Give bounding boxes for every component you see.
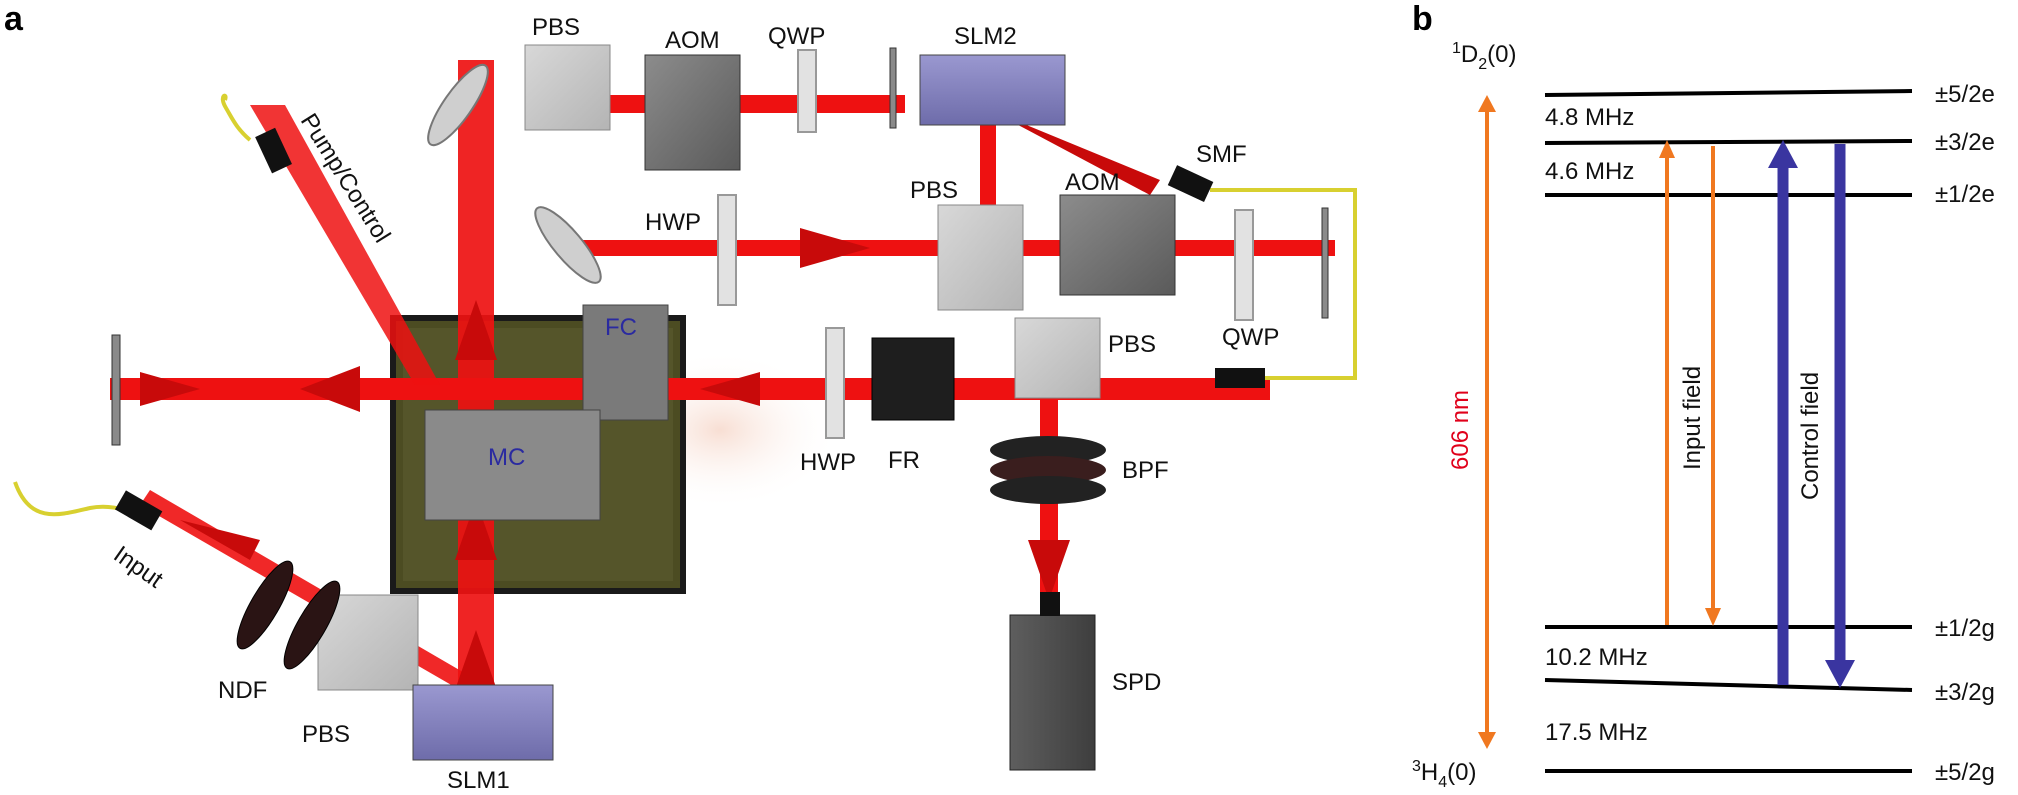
splitting-4-6: 4.6 MHz — [1545, 158, 1634, 185]
wavelength-label: 606 nm — [1447, 390, 1474, 470]
arrowhead-mid-in — [700, 372, 760, 406]
label-pbs-mid: PBS — [910, 177, 958, 204]
input-field-label: Input field — [1679, 366, 1706, 470]
control-field-label: Control field — [1797, 372, 1824, 500]
slm1-device — [412, 684, 554, 761]
level-label-5-2e: ±5/2e — [1935, 81, 1995, 108]
level-5-2e — [1544, 89, 1913, 97]
arrowhead-to-smf — [990, 110, 1160, 195]
level-label-3-2g: ±3/2g — [1935, 679, 1995, 706]
pbs-mid — [937, 204, 1024, 311]
pbs-top — [524, 44, 611, 131]
arrowhead-vertical-mid — [455, 500, 497, 560]
label-hwp-low: HWP — [800, 449, 856, 476]
spd-connector — [1040, 592, 1060, 616]
mirror-right-end — [1321, 207, 1329, 319]
arrowhead-vertical-low — [455, 630, 497, 690]
panel-b-label: b — [1412, 0, 1433, 38]
control-field-arrows — [1768, 140, 1855, 688]
mirrors — [111, 47, 1329, 446]
fiber-couplers — [114, 127, 1265, 531]
mc-crystal — [424, 409, 601, 521]
label-slm2: SLM2 — [954, 23, 1017, 50]
mirror-top-left — [427, 63, 489, 147]
label-ndf: NDF — [218, 677, 267, 704]
slm2-device — [919, 54, 1066, 126]
fibers — [13, 93, 1357, 517]
spd-detector — [1009, 614, 1096, 771]
level-label-5-2g: ±5/2g — [1935, 759, 1995, 786]
aom-mid — [1059, 194, 1176, 296]
ndf-filters — [236, 560, 341, 670]
label-qwp-right: QWP — [1222, 324, 1279, 351]
label-pbs-right: PBS — [1108, 331, 1156, 358]
label-aom-mid: AOM — [1065, 169, 1120, 196]
beam-main-horizontal — [110, 378, 1270, 400]
faraday-rotator — [871, 337, 955, 421]
beam-vertical-left — [458, 60, 494, 690]
hwp-mid — [717, 194, 737, 306]
level-label-3-2e: ±3/2e — [1935, 129, 1995, 156]
fiber-smf — [1210, 188, 1357, 380]
hwp-low — [825, 327, 845, 439]
label-input: Input — [109, 541, 168, 594]
pump-coupler — [255, 127, 292, 174]
label-smf: SMF — [1196, 141, 1247, 168]
level-3-2g — [1544, 678, 1913, 692]
label-mc: MC — [488, 444, 525, 471]
arrowhead-left-out — [140, 372, 200, 406]
pbs-right — [1014, 317, 1101, 399]
qwp-right — [1234, 209, 1254, 321]
arrowhead-input — [180, 520, 260, 560]
label-aom-top: AOM — [665, 27, 720, 54]
aom-top — [644, 54, 741, 171]
level-label-1-2g: ±1/2g — [1935, 615, 1995, 642]
energy-levels — [1544, 89, 1913, 773]
label-spd: SPD — [1112, 669, 1161, 696]
upper-state-label: 1D2(0) — [1452, 40, 1517, 73]
label-bpf: BPF — [1122, 457, 1169, 484]
label-pbs-low: PBS — [302, 721, 350, 748]
input-coupler — [114, 490, 163, 531]
right-coupler — [1215, 368, 1265, 388]
label-fr: FR — [888, 447, 920, 474]
splitting-17-5: 17.5 MHz — [1545, 719, 1648, 746]
fiber-pump — [220, 93, 252, 142]
mirror-middle-left — [534, 206, 602, 284]
splitting-10-2: 10.2 MHz — [1545, 644, 1648, 671]
label-slm1: SLM1 — [447, 767, 510, 794]
qwp-top — [797, 49, 817, 133]
fiber-input — [13, 481, 126, 517]
arrowhead-middle-row — [800, 228, 870, 268]
panel-a-label: a — [4, 0, 24, 38]
label-fc: FC — [605, 314, 637, 341]
mirror-left-end — [111, 334, 121, 446]
arrowhead-left-in — [300, 366, 360, 412]
mirror-top-right — [889, 47, 897, 129]
level-3-2e — [1544, 139, 1913, 145]
label-qwp-top: QWP — [768, 23, 825, 50]
lower-state-label: 3H4(0) — [1412, 758, 1477, 791]
splitting-4-8: 4.8 MHz — [1545, 104, 1634, 131]
arrowhead-vertical-up — [455, 300, 497, 360]
waveplates — [717, 49, 1254, 439]
beam-arrowheads — [140, 110, 1160, 690]
label-pbs-top: PBS — [532, 14, 580, 41]
beam-pump-control — [250, 105, 440, 385]
pbs-cubes — [317, 44, 1101, 691]
fc-block — [582, 304, 669, 421]
arrowhead-down-spd — [1028, 540, 1070, 600]
wavelength-arrow — [1478, 95, 1496, 749]
label-hwp-mid: HWP — [645, 209, 701, 236]
level-label-1-2e: ±1/2e — [1935, 181, 1995, 208]
smf-coupler — [1167, 165, 1214, 202]
bpf-filters — [990, 436, 1106, 504]
input-field-arrows — [1659, 140, 1721, 626]
